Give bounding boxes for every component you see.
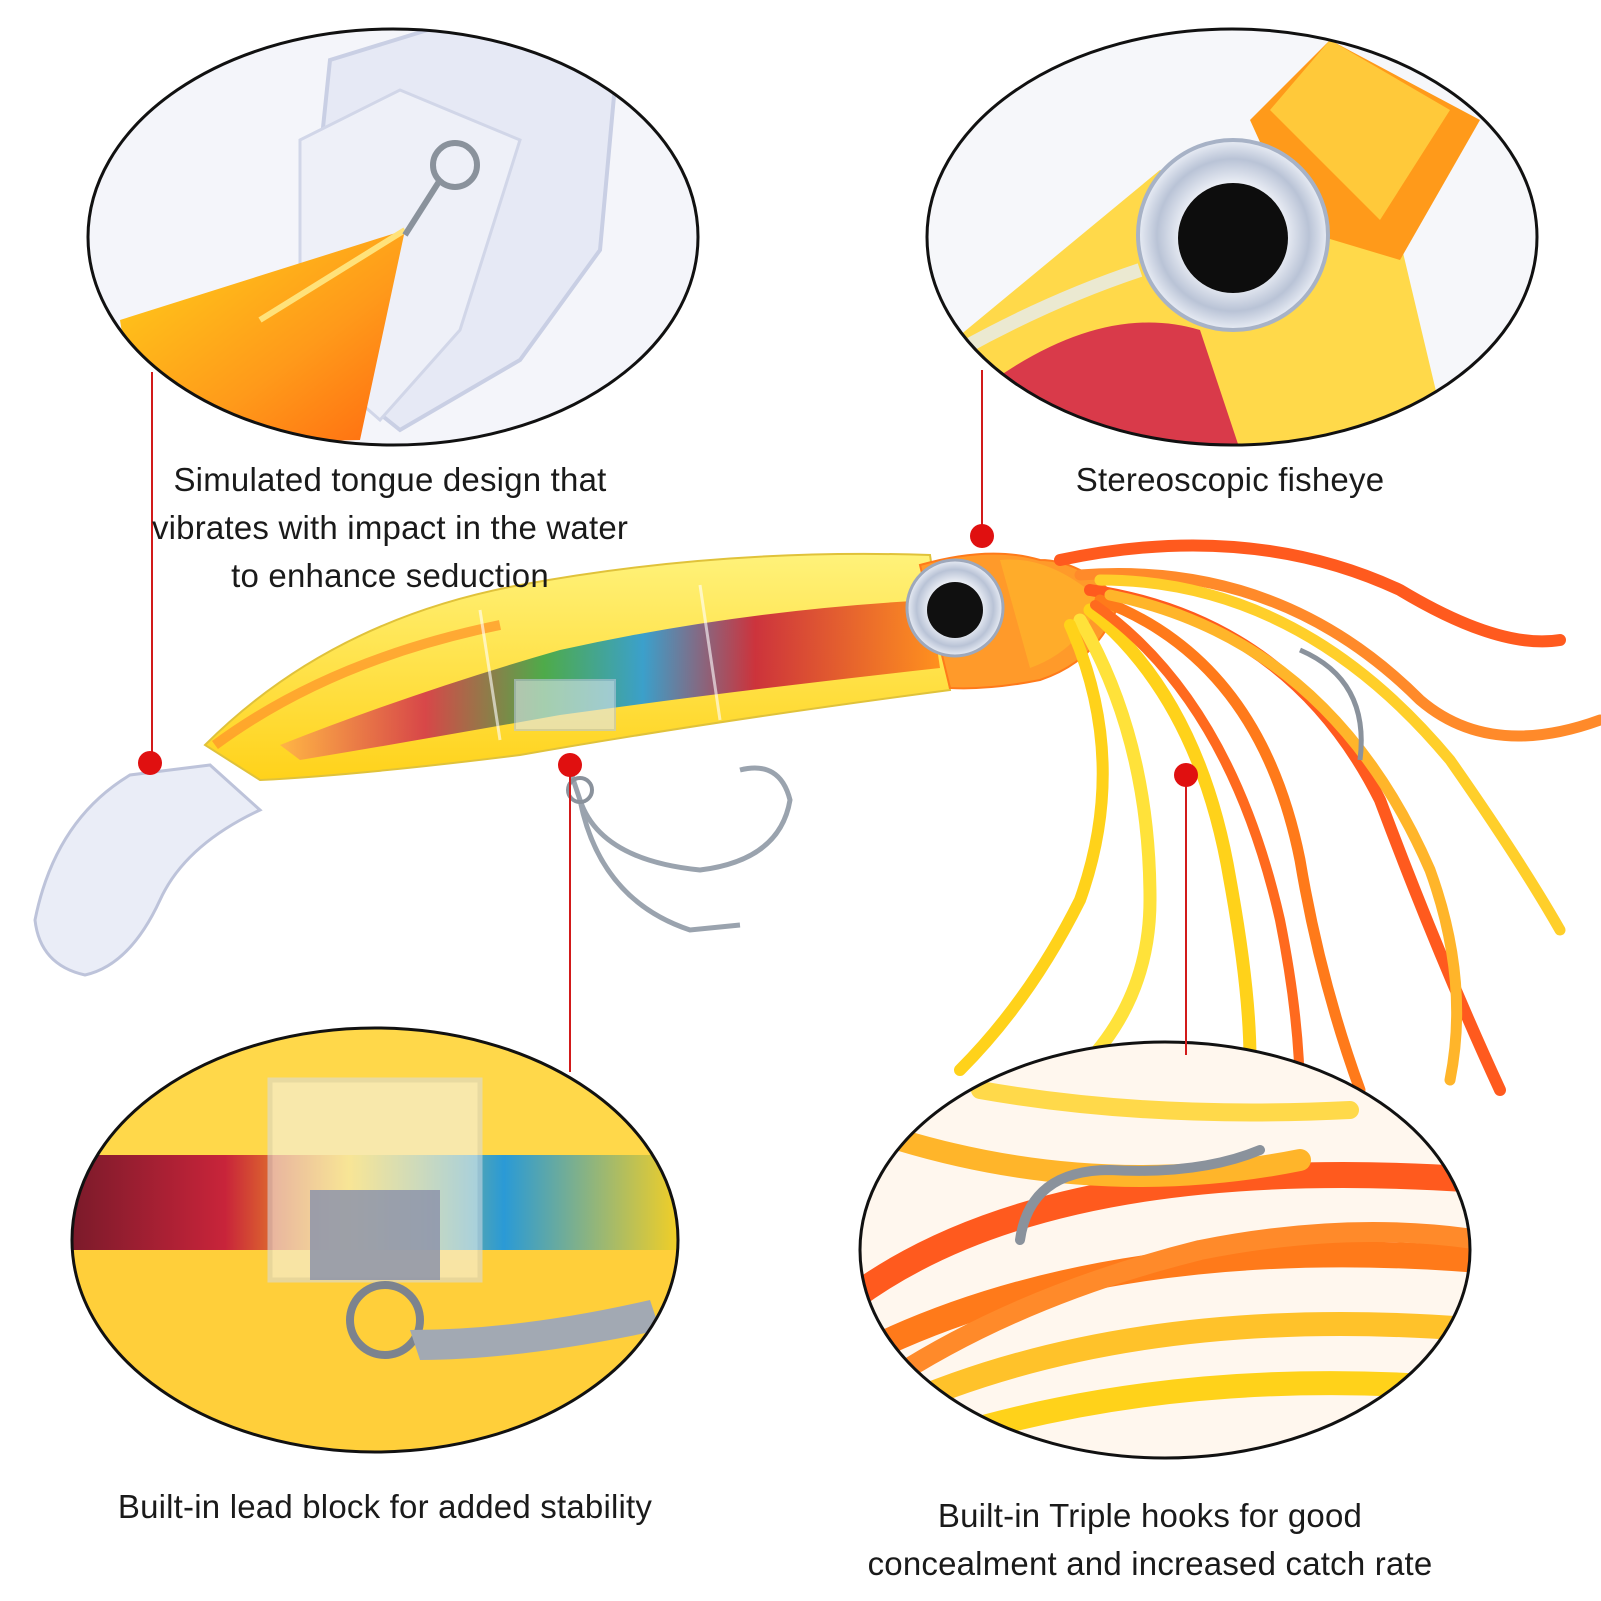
caption-tongue-design: Simulated tongue design that vibrates wi… xyxy=(130,456,650,600)
caption-fisheye: Stereoscopic fisheye xyxy=(1030,456,1430,504)
lens-border xyxy=(925,27,1539,447)
lens-border xyxy=(70,1026,680,1454)
callout-lead xyxy=(558,753,582,1072)
detail-lens-lead xyxy=(70,1026,680,1454)
caption-tongue-line-3: to enhance seduction xyxy=(231,557,549,594)
caption-triple-hooks: Built-in Triple hooks for good concealme… xyxy=(830,1492,1470,1588)
caption-hooks-line-2: concealment and increased catch rate xyxy=(867,1545,1433,1582)
caption-lead-line-1: Built-in lead block for added stability xyxy=(117,1488,653,1525)
detail-lens-eye xyxy=(925,27,1539,447)
caption-tongue-line-2: vibrates with impact in the water xyxy=(151,509,629,546)
caption-hooks-line-1: Built-in Triple hooks for good xyxy=(937,1497,1363,1534)
callout-hooks xyxy=(1174,763,1198,1055)
callout-eye xyxy=(970,370,994,548)
lens-border xyxy=(858,1040,1472,1460)
lure-lip xyxy=(33,763,263,977)
detail-lens-tongue xyxy=(86,27,700,447)
treble-hook xyxy=(567,765,793,873)
lure-skirt xyxy=(954,539,1601,1105)
detail-lens-hooks xyxy=(858,1040,1472,1460)
caption-lead-block: Built-in lead block for added stability xyxy=(70,1483,700,1531)
squid-lure xyxy=(33,539,1601,1105)
callout-tongue xyxy=(138,372,162,775)
lens-border xyxy=(86,27,700,447)
caption-eye-line-1: Stereoscopic fisheye xyxy=(1075,461,1385,498)
caption-tongue-line-1: Simulated tongue design that xyxy=(173,461,607,498)
